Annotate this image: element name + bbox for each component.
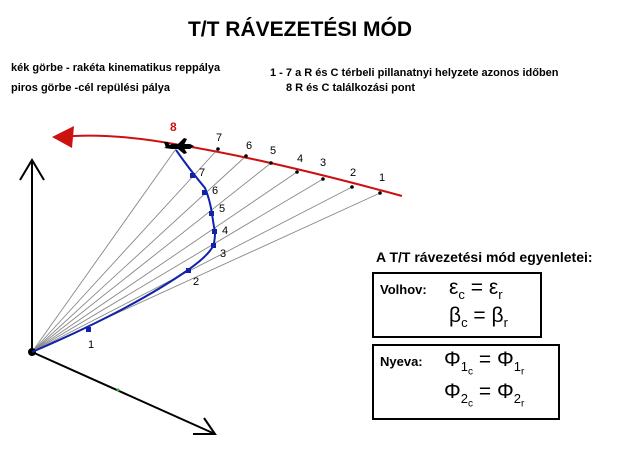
sight-line-8	[31, 145, 179, 353]
diagonal-axis	[31, 351, 216, 435]
nyeva-equation-1: Φ1c = Φ1r	[444, 348, 525, 378]
target-point-1	[378, 191, 382, 195]
missile-label-5: 5	[219, 203, 225, 215]
sight-line-4	[31, 171, 298, 353]
volhov-equation-2: βc = βr	[449, 304, 508, 331]
axis-marker	[116, 388, 120, 392]
target-point-7	[216, 147, 220, 151]
missile-label-4: 4	[222, 225, 228, 237]
page-title: T/T RÁVEZETÉSI MÓD	[187, 18, 412, 41]
missile-labels: 1 2 3 4 5 6 7	[88, 167, 228, 351]
missile-label-1: 1	[88, 339, 94, 351]
points-note: 1 - 7 a R és C térbeli pillanatnyi helyz…	[270, 67, 559, 79]
target-points	[216, 147, 382, 195]
sight-line-2	[31, 186, 353, 353]
missile-path	[31, 149, 216, 353]
nyeva-box: Nyeva: Φ1c = Φ1r Φ2c = Φ2r	[372, 344, 560, 420]
missile-label-3: 3	[220, 248, 226, 260]
target-label-4: 4	[297, 153, 303, 165]
target-label-1: 1	[379, 172, 385, 184]
target-label-2: 2	[350, 167, 356, 179]
diagonal-axis-arrow-icon	[193, 417, 217, 435]
sight-line-6	[31, 155, 247, 353]
missile-point-4	[212, 229, 217, 234]
target-point-4	[295, 170, 299, 174]
sight-lines	[31, 145, 381, 353]
target-labels: 1 2 3 4 5 6 7 8	[170, 120, 385, 184]
target-point-6	[244, 154, 248, 158]
missile-point-2	[186, 268, 191, 273]
volhov-equation-1: εc = εr	[449, 276, 503, 303]
volhov-box: Volhov: εc = εr βc = βr	[372, 272, 542, 338]
legend-blue-curve: kék görbe - rakéta kinematikus reppálya	[11, 62, 221, 74]
origin-point	[28, 348, 36, 356]
missile-points	[86, 173, 217, 332]
missile-point-7	[190, 173, 195, 178]
target-label-7: 7	[216, 132, 222, 144]
missile-point-3	[211, 243, 216, 248]
vertical-axis-arrow-icon	[19, 158, 45, 181]
sight-line-5	[31, 162, 272, 353]
sight-line-7	[31, 148, 219, 353]
nyeva-equation-2: Φ2c = Φ2r	[444, 380, 525, 410]
target-point-3	[321, 177, 325, 181]
volhov-label: Volhov:	[380, 282, 427, 297]
missile-point-6	[202, 190, 207, 195]
missile-label-2: 2	[193, 276, 199, 288]
aircraft-icon	[164, 138, 194, 154]
target-label-3: 3	[320, 157, 326, 169]
nyeva-label: Nyeva:	[380, 354, 423, 369]
missile-point-5	[209, 211, 214, 216]
sight-line-3	[31, 178, 324, 353]
target-label-5: 5	[270, 145, 276, 157]
meeting-note: 8 R és C találkozási pont	[286, 82, 415, 94]
legend-red-curve: piros görbe -cél repülési pálya	[11, 82, 170, 94]
equations-heading: A T/T rávezetési mód egyenletei:	[376, 249, 593, 265]
target-point-5	[269, 161, 273, 165]
target-label-8: 8	[170, 120, 177, 134]
missile-label-7: 7	[199, 167, 205, 179]
target-point-2	[350, 185, 354, 189]
target-label-6: 6	[246, 140, 252, 152]
missile-label-6: 6	[212, 185, 218, 197]
arrowhead-icon	[52, 126, 74, 148]
missile-point-1	[86, 327, 91, 332]
axes	[19, 158, 217, 435]
